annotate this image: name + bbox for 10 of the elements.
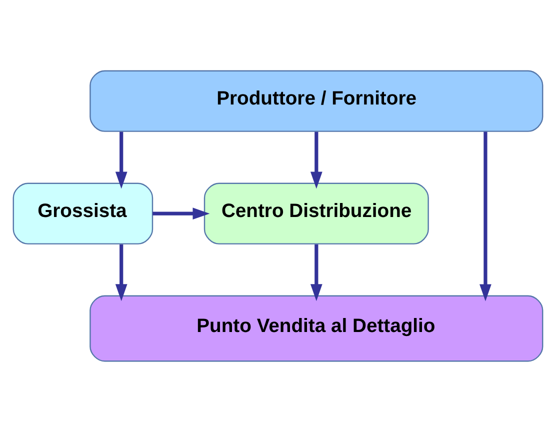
node-box: Produttore / Fornitore — [90, 70, 544, 132]
arrow — [152, 208, 210, 220]
node-box: Grossista — [12, 182, 154, 244]
node-box: Punto Vendita al Dettaglio — [90, 295, 544, 362]
arrow — [310, 244, 322, 302]
arrow — [480, 132, 492, 302]
arrow — [310, 132, 322, 189]
node-box: Centro Distribuzione — [204, 182, 429, 244]
arrow — [115, 244, 128, 302]
arrow — [115, 132, 128, 189]
